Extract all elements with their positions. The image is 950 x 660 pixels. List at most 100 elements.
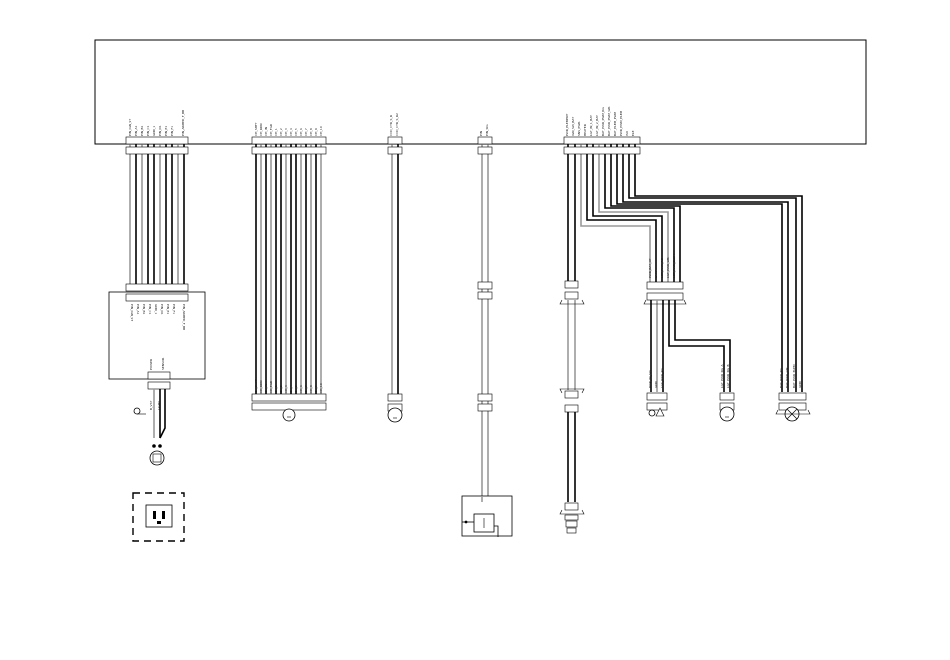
outlet-box [132, 492, 185, 542]
hdr-c5-label-3: HEATER [583, 124, 587, 136]
relay-label-0: B_VST [149, 400, 153, 410]
hdr-c2-label-8: CH_5 [294, 128, 298, 136]
brackets [559, 299, 811, 515]
mid-right-label-0: PWR_BAT_OT [648, 258, 652, 278]
hdr-c1-label-0: PIN_IGN_ST [128, 119, 132, 136]
header-labels-c4: PIN PIN_SIG [479, 124, 489, 136]
hdr-c2-label-5: CH_2 [279, 128, 283, 136]
ch-end-label-7: CH_4 [289, 385, 293, 393]
module-bottom-label-1: SENSOR [161, 358, 165, 370]
hdr-c5-label-1: IGN_SW_BAT [571, 117, 575, 136]
switch-4 [461, 281, 513, 537]
sensor-a-label-2: LGT_PWR_RG [660, 367, 664, 388]
hdr-c5-label-6: BAT_PWR_PWM_RG [601, 106, 605, 136]
lamp-label-1: BAT_PWR_WR [785, 367, 789, 388]
ecu-block [94, 39, 867, 145]
header-labels-c1: PIN_IGN_ST PIN_A1 PIN_B1 PIN_C1 GND_1 PI… [128, 110, 185, 136]
mid-right-label-1: LAMP [654, 270, 658, 278]
hdr-c2-label-10: CH_7 [304, 128, 308, 136]
ch-end-label-8: CH_5 [294, 385, 298, 393]
hdr-c5-label-8: BAT_ELEM_PWM [613, 111, 617, 136]
lamp-label-2: BAT_PWR_ELEM [792, 364, 796, 388]
hdr-c5-label-10: ISO [625, 130, 629, 136]
module-left: PIN_IGN_ST PIN_A1 PIN_B1 PIN_C1 GND_1 PI… [108, 283, 206, 466]
hdr-c3-label-0: CCD_CTR_S_R [389, 115, 393, 136]
hdr-c2-label-13: CH_10 [319, 126, 323, 136]
module-label-2: PIN_B1 [142, 304, 146, 314]
relay-label-1: LIGHT [157, 401, 161, 410]
module-label-6: PIN_E1 [166, 304, 170, 314]
ch-end-label-13: CH_10 [319, 383, 323, 393]
ch-end-label-4: CH_1 [274, 385, 278, 393]
hdr-c4-label-1: PIN_SIG [485, 124, 489, 136]
hdr-c2-label-6: CH_3 [284, 128, 288, 136]
mid-right-label-3: LGT_PWR_WR [666, 257, 670, 278]
sensor-b: LGT_PWR_RG_A LGT_PWR_RG_B [719, 364, 735, 422]
hdr-c2-label-1: CH_RDN [259, 124, 263, 137]
wire-bundle-1 [129, 144, 185, 290]
module-bottom-label-0: POWER [149, 359, 153, 370]
header-connector-row [125, 136, 641, 155]
hdr-c5-label-5: LGT_IN_2_BAT [595, 115, 599, 136]
lamp: BAT_PWR_RG BAT_PWR_WR BAT_PWR_ELEM GND [778, 364, 807, 422]
wire-bundle-5 [567, 144, 803, 392]
sensor-a-label-1: GND [654, 380, 658, 388]
hdr-c1-label-6: PIN_E1 [164, 126, 168, 136]
hdr-c1-label-1: PIN_A1 [134, 126, 138, 136]
hdr-c1-label-4: GND_1 [152, 126, 156, 136]
hdr-c2-label-2: CH_IN [264, 127, 268, 136]
header-labels-c3: CCD_CTR_S_R CCD_CTR_S_R2 [389, 113, 399, 136]
ch-end-label-1: CH_RDN [259, 381, 263, 394]
sensor-3 [387, 393, 403, 423]
hdr-c5-label-2: SNS_PWR [577, 122, 581, 136]
module-label-4: GND_1 [154, 304, 158, 314]
hdr-c2-label-0: CH_SHFT [254, 122, 258, 136]
module-label-1: PIN_A1 [136, 304, 140, 314]
mid-right-label-2: LGT_PWR_RG [660, 257, 664, 278]
header-labels-c5: PWR_ELEMENT IGN_SW_BAT SNS_PWR HEATER LG… [565, 106, 635, 136]
module-label-5: PIN_D1 [160, 304, 164, 315]
ch-end-label-11: CH_8 [309, 385, 313, 393]
hdr-c5-label-4: LGT_IN_1_BAT [589, 115, 593, 136]
hdr-c5-label-11: ELE [631, 130, 635, 136]
mid-right-connector: PWR_BAT_OT LAMP LGT_PWR_RG LGT_PWR_WR LG… [646, 254, 731, 392]
hdr-c1-label-7: PIN_F1 [170, 126, 174, 136]
wire-bundle-3 [391, 144, 399, 398]
module-label-0: PIN_IGN_ST [130, 304, 134, 321]
ch-end-label-10: CH_7 [304, 385, 308, 393]
sensor-a: PWR_IN_SIG GND LGT_PWR_RG [646, 367, 668, 417]
module-label-8: PIN_ARMED_F_BB [182, 304, 186, 330]
hdr-c4-label-0: PIN [479, 131, 483, 136]
ch-end-label-9: CH_6 [299, 385, 303, 393]
header-labels-c2: CH_SHFT CH_RDN CH_IN CH_FGD CH_1 CH_2 CH… [254, 122, 323, 136]
inline-5 [564, 280, 579, 534]
ch-end-label-5: CH_2 [279, 385, 283, 393]
hdr-c2-label-9: CH_6 [299, 128, 303, 136]
ch-end-label-12: CH_9 [314, 385, 318, 393]
lamp-label-3: GND [798, 380, 802, 388]
sensor-b-label-0: LGT_PWR_RG_A [720, 364, 724, 388]
hdr-c1-label-2: PIN_B1 [140, 126, 144, 136]
hdr-c1-label-3: PIN_C1 [146, 125, 150, 136]
ch-end-label-6: CH_3 [284, 385, 288, 393]
sensor-b-label-1: LGT_PWR_RG_B [726, 364, 730, 388]
hdr-c2-label-4: CH_1 [274, 128, 278, 136]
ch-end-label-2: CH_IN [264, 384, 268, 393]
hdr-c1-label-8: PIN_ARMED_F_BB [181, 110, 185, 136]
channel-end: CH_SHFT CH_RDN CH_IN CH_FGD CH_1 CH_2 CH… [251, 379, 327, 422]
lamp-label-0: BAT_PWR_RG [779, 367, 783, 388]
hdr-c2-label-7: CH_4 [289, 128, 293, 136]
ch-end-label-3: CH_FGD [269, 380, 273, 393]
sensor-a-label-0: PWR_IN_SIG [648, 369, 652, 388]
module-label-7: PIN_F1 [172, 304, 176, 314]
ch-end-label-0: CH_SHFT [254, 379, 258, 393]
hdr-c5-label-9: PWR_PWM_ELEM [619, 110, 623, 136]
module-label-3: PIN_C1 [148, 304, 152, 315]
wire-bundle-4 [481, 144, 489, 496]
hdr-c5-label-0: PWR_ELEMENT [565, 113, 569, 136]
mid-right-label-4: LGT_PWR_ELEM [672, 254, 676, 278]
wire-bundle-2 [255, 144, 322, 398]
hdr-c2-label-3: CH_FGD [269, 123, 273, 136]
hdr-c1-label-5: PIN_D1 [158, 125, 162, 136]
